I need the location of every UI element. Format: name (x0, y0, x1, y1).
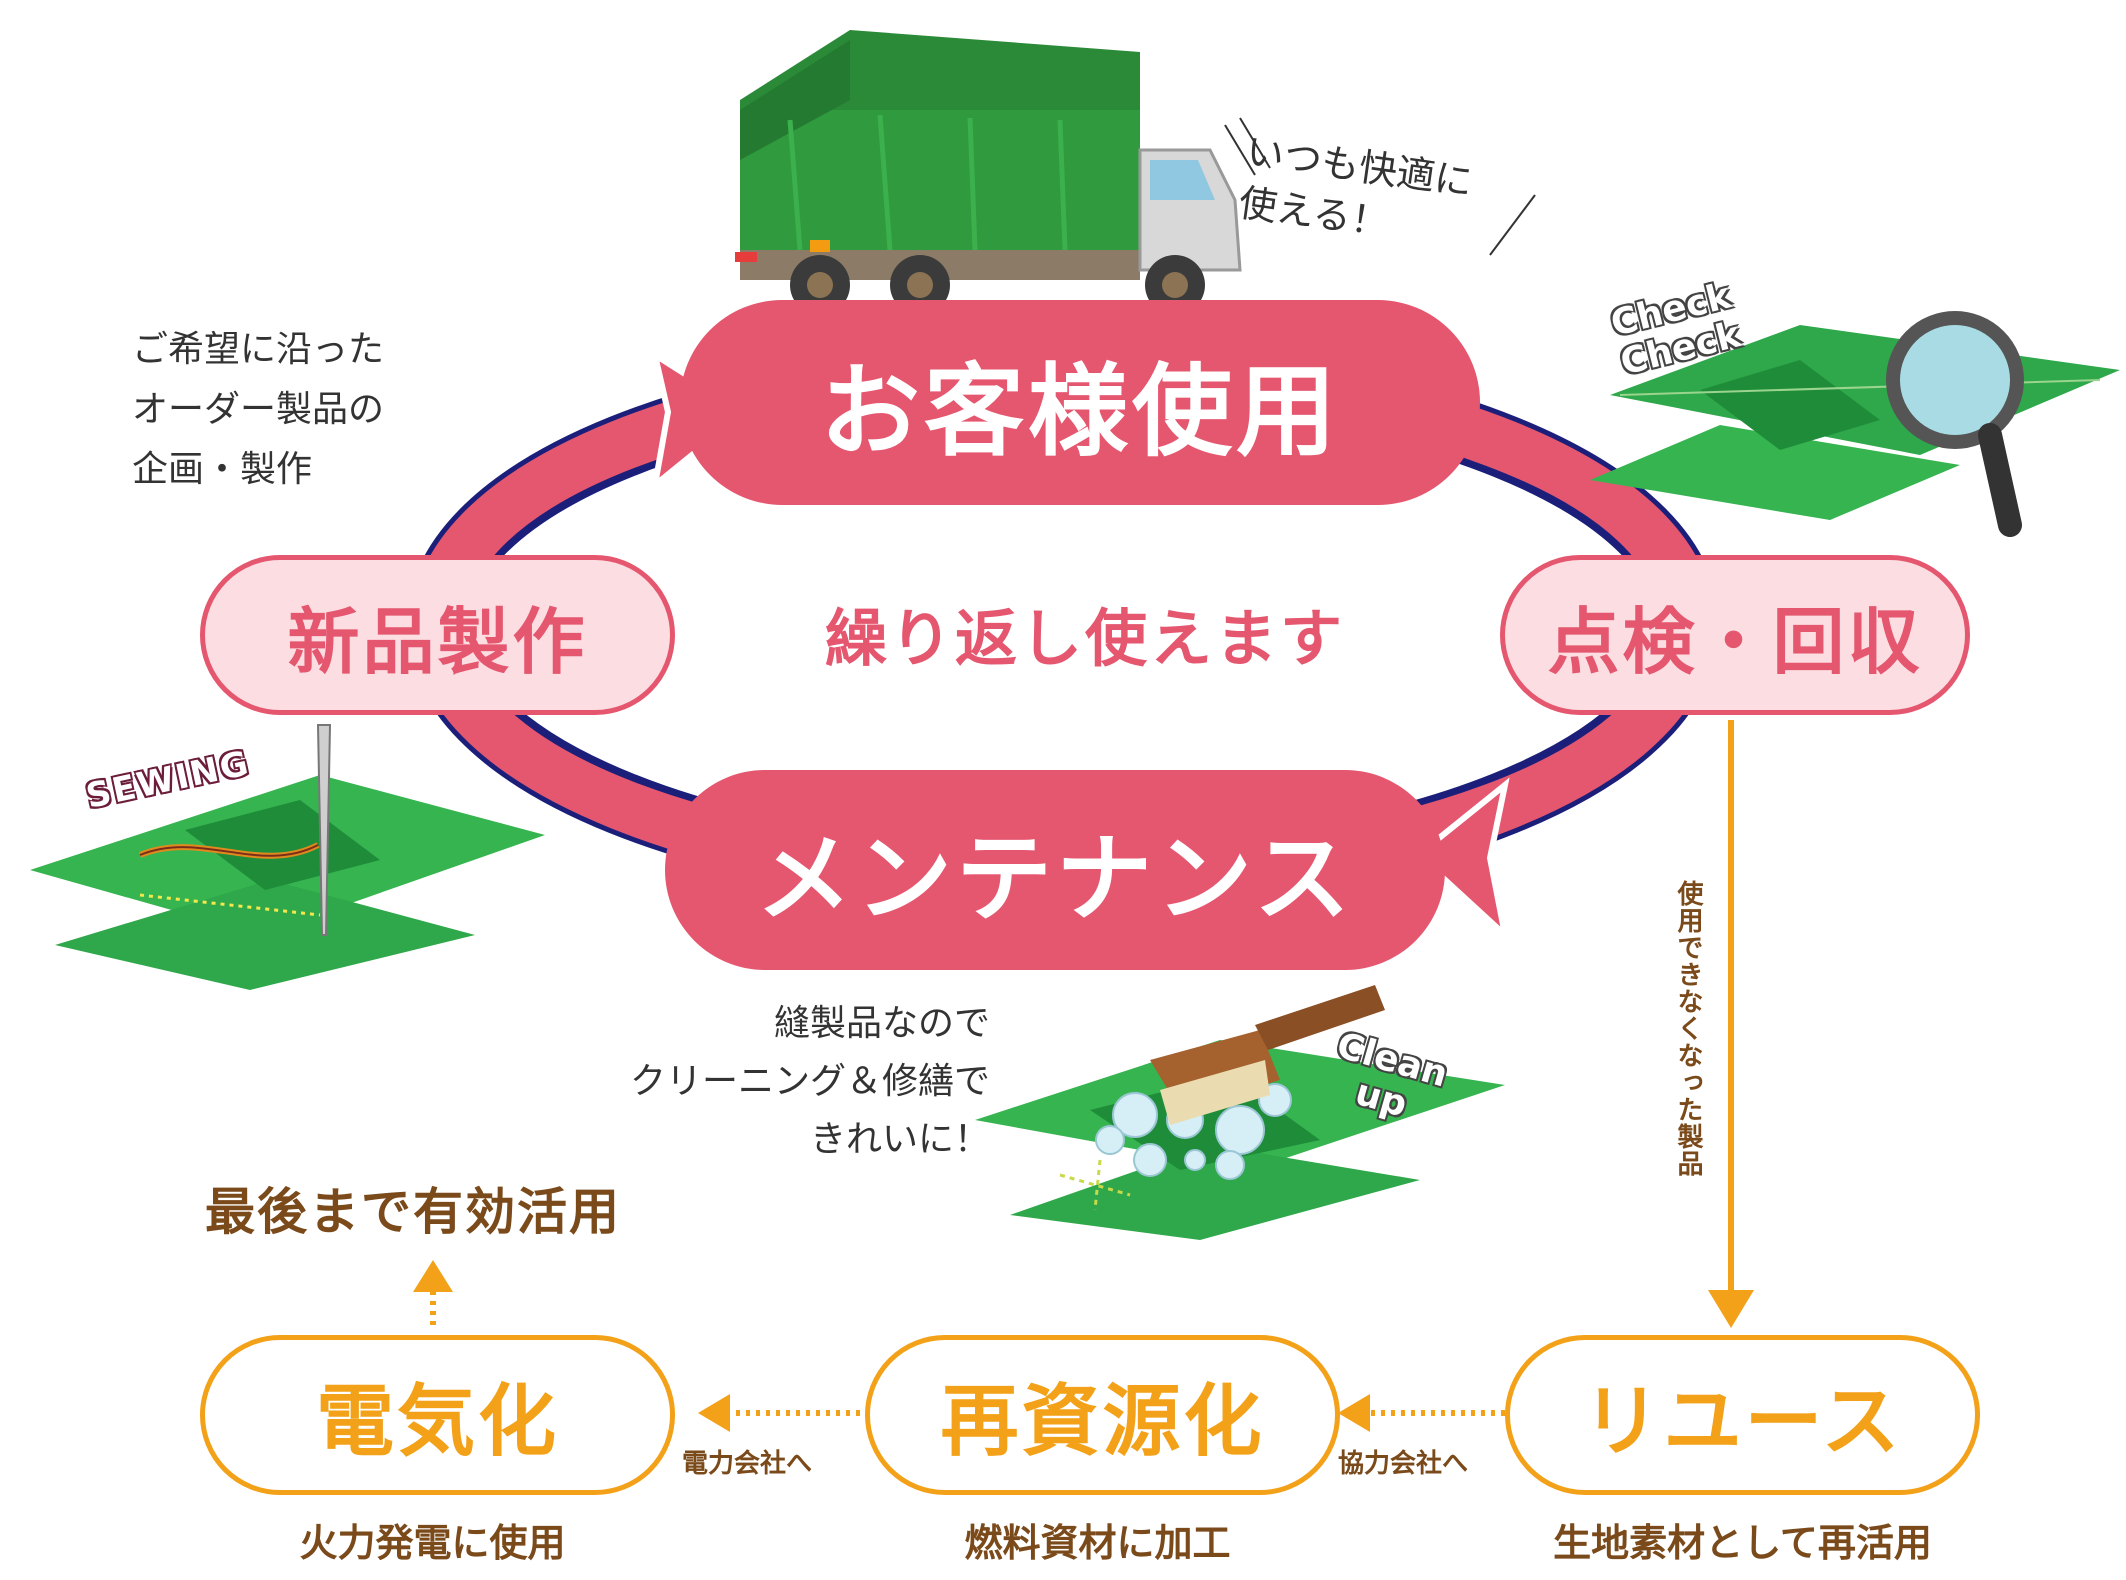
customer-use-label: お客様使用 (820, 353, 1340, 470)
unusable-arrowhead (1708, 1290, 1754, 1328)
electricity-to-final-arrowhead (413, 1260, 453, 1292)
recycle-label: 再資源化 (940, 1377, 1265, 1467)
unusable-products-label: 使用できなくなった製品 (1673, 880, 1703, 1177)
sewing-illustration (30, 724, 545, 990)
recycle-pill: 再資源化 (865, 1335, 1340, 1495)
reuse-pill: リユース (1505, 1335, 1980, 1495)
reuse-caption: 生地素材として再活用 (1553, 1521, 1932, 1565)
order-planning-note: ご希望に沿った オーダー製品の 企画・製作 (132, 329, 385, 490)
truck-illustration (735, 30, 1242, 315)
reuse-label: リユース (1582, 1377, 1903, 1467)
brush-icon (1150, 985, 1385, 1125)
maintenance-label: メンテナンス (755, 822, 1355, 935)
electricity-label: 電気化 (315, 1377, 559, 1467)
electricity-pill: 電気化 (200, 1335, 675, 1495)
inspection-label: 点検・回収 (1547, 599, 1923, 684)
speech-lines-left (1224, 117, 1271, 176)
reuse-to-recycle-arrowhead (1338, 1394, 1370, 1432)
new-production-label: 新品製作 (287, 599, 588, 684)
customer-use-pill: お客様使用 (680, 300, 1480, 505)
magnifier-icon (1886, 311, 2024, 449)
inspection-illustration (1590, 311, 2120, 537)
cycle-arrowhead-bottom (1413, 777, 1510, 944)
maintenance-pill: メンテナンス (665, 770, 1445, 970)
cleaning-illustration (975, 985, 1505, 1240)
final-use-label: 最後まで有効活用 (205, 1183, 621, 1241)
recycle-to-electricity-arrowhead (698, 1394, 730, 1432)
recycle-caption: 燃料資材に加工 (964, 1521, 1231, 1565)
cleaning-repair-note: 縫製品なので クリーニング＆修繕で きれいに！ (629, 1003, 990, 1160)
electricity-caption: 火力発電に使用 (299, 1521, 566, 1565)
to-partner-label: 協力会社へ (1338, 1449, 1469, 1479)
speech-lines-right (1489, 194, 1536, 256)
inspection-pill: 点検・回収 (1500, 555, 1970, 715)
center-text: 繰り返し使えます (824, 602, 1345, 675)
needle-icon (316, 724, 332, 936)
new-production-pill: 新品製作 (200, 555, 675, 715)
to-power-company-label: 電力会社へ (682, 1449, 813, 1479)
